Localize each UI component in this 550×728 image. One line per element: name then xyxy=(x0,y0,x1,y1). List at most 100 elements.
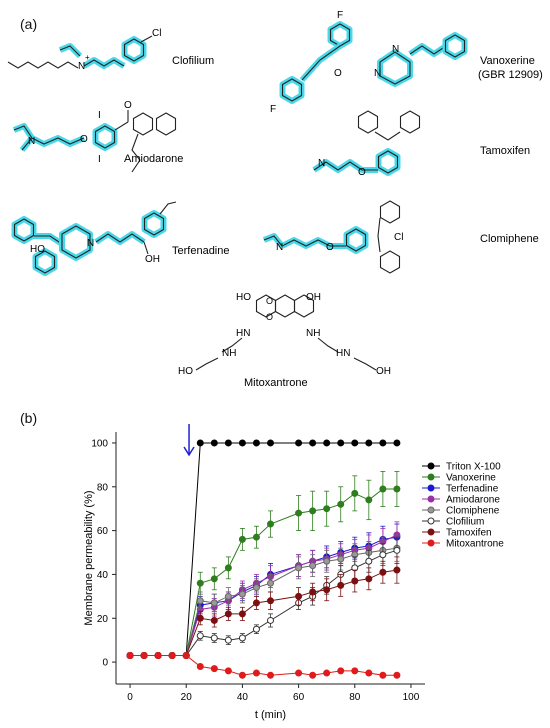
panel-b-label: (b) xyxy=(20,410,38,426)
data-point xyxy=(309,439,317,447)
data-point xyxy=(351,667,359,675)
data-point xyxy=(267,579,274,587)
data-point xyxy=(323,505,331,513)
amine-group: NH xyxy=(222,348,236,359)
data-point xyxy=(238,535,246,543)
legend-marker xyxy=(427,528,435,536)
data-point xyxy=(309,588,317,596)
oxygen-atom: O xyxy=(266,296,273,306)
arrow-head xyxy=(183,446,195,457)
nitrogen-atom: N xyxy=(28,136,35,147)
y-tick-label: 60 xyxy=(97,526,109,537)
data-point xyxy=(238,634,246,642)
data-point xyxy=(309,507,317,515)
data-point xyxy=(295,439,303,447)
data-point xyxy=(337,555,345,563)
data-point xyxy=(309,671,317,679)
legend-marker xyxy=(427,495,435,503)
data-point xyxy=(252,533,260,541)
hydroxyl-group: OH xyxy=(145,254,160,265)
fluorine-atom: F xyxy=(270,104,276,115)
x-tick-label: 20 xyxy=(181,692,193,703)
data-point xyxy=(252,439,260,447)
clofilium-structure: N + Cl xyxy=(7,28,161,72)
data-point xyxy=(379,439,387,447)
iodine-atom: I xyxy=(98,154,101,165)
legend-label: Terfenadine xyxy=(446,484,499,495)
data-point xyxy=(295,592,303,600)
data-point xyxy=(210,616,218,624)
nitrogen-atom: N xyxy=(87,238,94,249)
data-point xyxy=(393,546,401,554)
data-point xyxy=(365,669,373,677)
data-point xyxy=(323,439,331,447)
nitrogen-atom: N xyxy=(276,242,283,253)
data-point xyxy=(337,500,345,508)
x-tick-label: 100 xyxy=(403,692,420,703)
data-point xyxy=(393,671,401,679)
data-point xyxy=(252,669,260,677)
data-point xyxy=(337,439,345,447)
data-point xyxy=(140,652,148,660)
data-point xyxy=(379,568,387,576)
molecule-name-amiodarone: Amiodarone xyxy=(124,153,183,165)
data-point xyxy=(323,586,331,594)
data-point xyxy=(379,551,387,559)
molecule-name-vanoxerine: Vanoxerine xyxy=(480,55,535,67)
molecule-name-clomiphene: Clomiphene xyxy=(480,233,539,245)
amine-group: HN xyxy=(336,348,350,359)
data-point xyxy=(252,599,260,607)
data-point xyxy=(393,439,401,447)
mitoxantrone-structure: HO OH O O HN NH NH HO HN OH xyxy=(178,292,391,377)
legend-marker xyxy=(427,517,435,525)
data-point xyxy=(210,599,218,607)
data-point xyxy=(323,557,331,565)
data-point xyxy=(351,489,359,497)
legend-marker xyxy=(427,473,435,481)
legend-label: Tamoxifen xyxy=(446,528,492,539)
nitrogen-atom: N xyxy=(78,61,85,72)
data-point xyxy=(224,592,232,600)
fluorine-atom: F xyxy=(337,10,343,21)
charge-plus: + xyxy=(85,53,90,62)
oxygen-atom: O xyxy=(124,100,132,111)
y-tick-label: 80 xyxy=(97,482,109,493)
tamoxifen-structure: O N xyxy=(312,110,421,178)
oxygen-atom: O xyxy=(334,68,342,79)
data-point xyxy=(267,597,274,605)
legend-marker xyxy=(427,506,435,514)
data-point xyxy=(393,566,401,574)
y-tick-label: 40 xyxy=(97,570,109,581)
x-tick-label: 40 xyxy=(237,692,249,703)
data-point xyxy=(323,669,331,677)
hydroxyl-group: OH xyxy=(306,292,321,303)
molecule-structures: N + Cl O F F N N Vanoxerine (GBR 12909) … xyxy=(7,10,543,389)
data-point xyxy=(379,671,387,679)
data-point xyxy=(295,509,303,517)
data-point xyxy=(238,671,246,679)
data-point xyxy=(196,597,204,605)
data-point xyxy=(238,439,246,447)
legend-label: Mitoxantrone xyxy=(446,539,504,550)
data-point xyxy=(154,652,162,660)
data-point xyxy=(365,439,373,447)
data-point xyxy=(365,496,373,504)
data-point xyxy=(224,636,232,644)
data-point xyxy=(168,652,176,660)
data-point xyxy=(267,439,274,447)
data-point xyxy=(126,652,134,660)
x-tick-label: 80 xyxy=(349,692,361,703)
data-point xyxy=(267,671,274,679)
hydroxyl-group: HO xyxy=(236,292,251,303)
data-point xyxy=(267,520,274,528)
data-point xyxy=(238,590,246,598)
oxygen-atom: O xyxy=(266,312,273,322)
hydroxyl-group: HO xyxy=(30,244,45,255)
amine-group: HN xyxy=(236,328,250,339)
oxygen-atom: O xyxy=(326,242,334,253)
data-point xyxy=(224,667,232,675)
molecule-name-terfenadine: Terfenadine xyxy=(172,245,230,257)
terfenadine-structure: HO N OH xyxy=(15,201,177,273)
molecule-name-mitoxantrone: Mitoxantrone xyxy=(244,377,308,389)
data-point xyxy=(365,575,373,583)
